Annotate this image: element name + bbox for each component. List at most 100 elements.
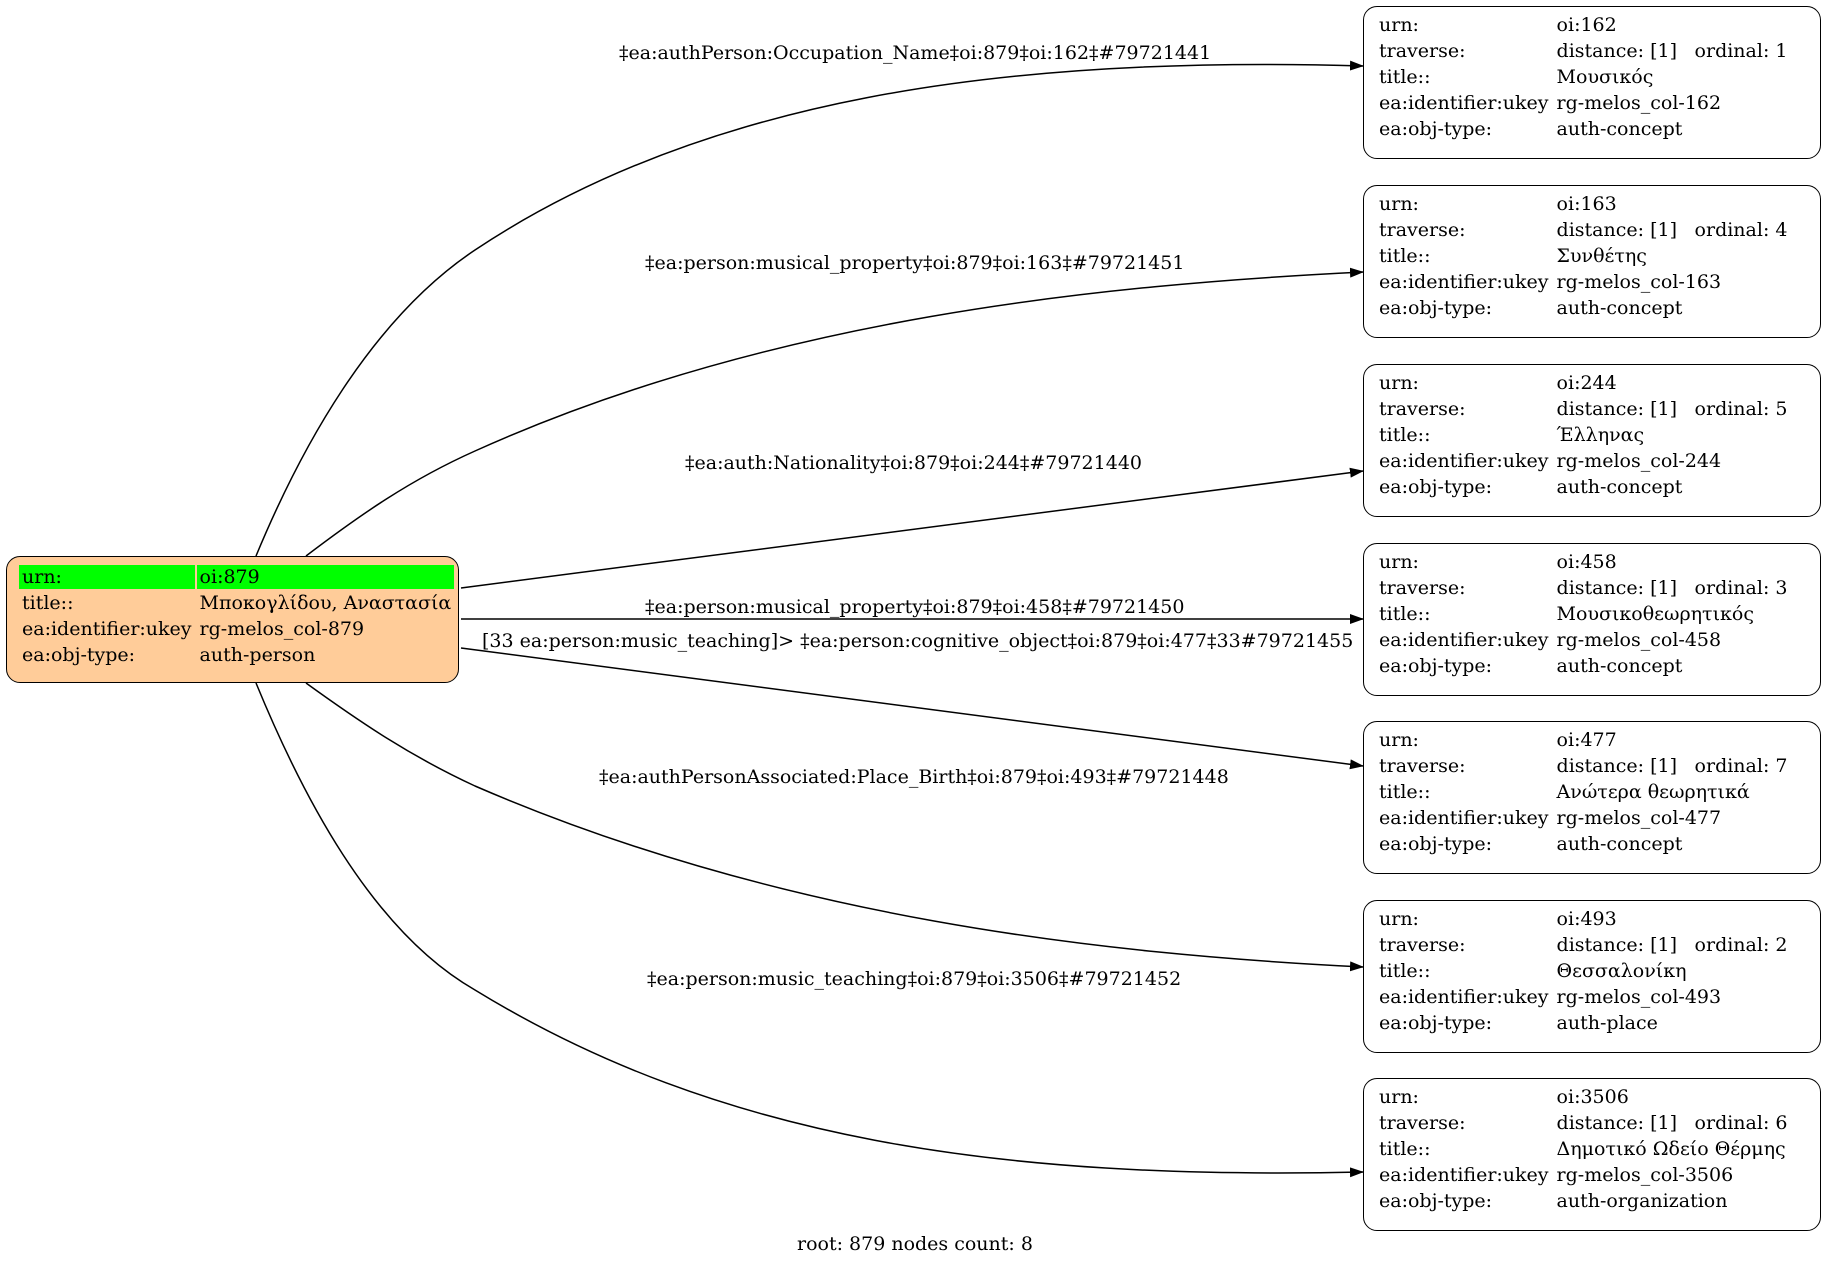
node-key: ea:identifier:ukey <box>1379 271 1549 293</box>
node-row-traverse: traverse:distance: [1]ordinal: 3 <box>1376 576 1790 600</box>
node-key: ea:obj-type: <box>1379 655 1493 677</box>
node-row-title: title::Μουσικοθεωρητικός <box>1376 602 1790 626</box>
edge-label: [33 ea:person:music_teaching]> ‡ea:perso… <box>482 630 1354 652</box>
node-type: auth-place <box>1556 1012 1658 1034</box>
root-value: rg-melos_col-879 <box>199 618 365 640</box>
node-ordinal: ordinal: 1 <box>1694 40 1788 62</box>
node-title: Μουσικοθεωρητικός <box>1556 603 1754 625</box>
node-key: urn: <box>1379 193 1419 215</box>
node-key: ea:identifier:ukey <box>1379 450 1549 472</box>
node-row-urn: urn:oi:162 <box>1376 13 1790 37</box>
graph-node[interactable]: urn: oi:3506 traverse:distance: [1]ordinal… <box>1363 1078 1821 1231</box>
node-key: traverse: <box>1379 398 1466 420</box>
edge-label: ‡ea:authPersonAssociated:Place_Birth‡oi:… <box>599 766 1229 788</box>
edge-arrow <box>460 647 1364 770</box>
node-ordinal: ordinal: 6 <box>1694 1112 1788 1134</box>
node-urn: oi:3506 <box>1556 1086 1629 1108</box>
node-key: title:: <box>1379 960 1431 982</box>
node-key: urn: <box>1379 551 1419 573</box>
edge-arrow <box>255 60 1364 557</box>
node-key: ea:obj-type: <box>1379 118 1493 140</box>
root-row-title: title:: Μποκογλίδου, Αναστασία <box>19 591 454 615</box>
node-key: traverse: <box>1379 219 1466 241</box>
node-row-traverse: traverse:distance: [1]ordinal: 7 <box>1376 754 1790 778</box>
node-ukey: rg-melos_col-163 <box>1556 271 1722 293</box>
node-urn: oi:163 <box>1556 193 1617 215</box>
node-row-traverse: traverse:distance: [1]ordinal: 6 <box>1376 1111 1790 1135</box>
node-key: urn: <box>1379 1086 1419 1108</box>
node-type: auth-concept <box>1556 655 1683 677</box>
node-row-traverse: traverse:distance: [1]ordinal: 4 <box>1376 218 1790 242</box>
node-row-title: title::Έλληνας <box>1376 423 1790 447</box>
graph-footer: root: 879 nodes count: 8 <box>797 1233 1033 1255</box>
node-row-urn: urn: oi:163 <box>1376 192 1790 216</box>
node-table: urn:oi:244 traverse: distance: [1] ordinal:… <box>1374 369 1792 501</box>
edge-label: ‡ea:person:musical_property‡oi:879‡oi:16… <box>645 252 1185 274</box>
node-urn: oi:477 <box>1556 729 1617 751</box>
node-title: Ανώτερα θεωρητικά <box>1556 781 1750 803</box>
node-distance: distance: [1] <box>1556 40 1677 62</box>
edge-arrow <box>460 467 1364 589</box>
root-row-type: ea:obj-type: auth-person <box>19 643 454 667</box>
node-row-type: ea:obj-type:auth-concept <box>1376 475 1790 499</box>
node-type: auth-concept <box>1556 833 1683 855</box>
root-value: auth-person <box>199 644 316 666</box>
node-row-type: ea:obj-type:auth-organization <box>1376 1189 1790 1213</box>
node-urn: oi:244 <box>1556 372 1617 394</box>
node-type: auth-concept <box>1556 476 1683 498</box>
node-row-traverse: traverse: distance: [1] ordinal: 5 <box>1376 397 1790 421</box>
node-ordinal: ordinal: 5 <box>1694 398 1788 420</box>
root-key: ea:identifier:ukey <box>22 618 192 640</box>
node-row-type: ea:obj-type: auth-concept <box>1376 117 1790 141</box>
node-key: ea:identifier:ukey <box>1379 986 1549 1008</box>
node-urn: oi:162 <box>1556 14 1617 36</box>
root-table: urn: oi:879 title:: Μποκογλίδου, Αναστασ… <box>17 563 456 669</box>
edge-label: ‡ea:auth:Nationality‡oi:879‡oi:244‡#7972… <box>685 452 1142 474</box>
node-title: Συνθέτης <box>1556 245 1647 267</box>
node-type: auth-concept <box>1556 118 1683 140</box>
root-key: title:: <box>22 592 74 614</box>
node-key: ea:identifier:ukey <box>1379 807 1549 829</box>
node-key: title:: <box>1379 781 1431 803</box>
node-distance: distance: [1] <box>1556 577 1677 599</box>
node-ukey: rg-melos_col-244 <box>1556 450 1722 472</box>
node-key: ea:obj-type: <box>1379 1012 1493 1034</box>
node-row-urn: urn: oi:477 <box>1376 728 1790 752</box>
node-key: traverse: <box>1379 755 1466 777</box>
node-row-ukey: ea:identifier:ukey rg-melos_col-244 <box>1376 449 1790 473</box>
node-key: urn: <box>1379 729 1419 751</box>
node-row-urn: urn: oi:3506 <box>1376 1085 1790 1109</box>
root-value: oi:879 <box>196 565 455 589</box>
edge-label: ‡ea:authPerson:Occupation_Name‡oi:879‡oi… <box>619 42 1212 64</box>
node-row-title: title::Ανώτερα θεωρητικά <box>1376 780 1790 804</box>
graph-node[interactable]: urn: oi:163 traverse:distance: [1]ordinal:… <box>1363 185 1821 338</box>
node-type: auth-organization <box>1556 1190 1728 1212</box>
node-distance: distance: [1] <box>1556 398 1677 420</box>
node-ordinal: ordinal: 3 <box>1694 577 1788 599</box>
node-key: ea:obj-type: <box>1379 833 1493 855</box>
node-row-type: ea:obj-type: auth-place <box>1376 1011 1790 1035</box>
node-distance: distance: [1] <box>1556 755 1677 777</box>
root-value: Μποκογλίδου, Αναστασία <box>199 592 452 614</box>
root-node[interactable]: urn: oi:879 title:: Μποκογλίδου, Αναστασ… <box>6 556 459 683</box>
node-row-traverse: traverse:distance: [1]ordinal: 1 <box>1376 39 1790 63</box>
node-ordinal: ordinal: 2 <box>1694 934 1788 956</box>
graph-node[interactable]: urn:oi:244 traverse: distance: [1] ordinal:… <box>1363 364 1821 517</box>
node-key: title:: <box>1379 245 1431 267</box>
node-title: Μουσικός <box>1556 66 1654 88</box>
node-key: traverse: <box>1379 934 1466 956</box>
node-ukey: rg-melos_col-458 <box>1556 629 1722 651</box>
node-row-urn: urn:oi:244 <box>1376 371 1790 395</box>
node-row-title: title::Συνθέτης <box>1376 244 1790 268</box>
node-key: traverse: <box>1379 1112 1466 1134</box>
node-row-urn: urn:oi:493 <box>1376 907 1790 931</box>
node-urn: oi:458 <box>1556 551 1617 573</box>
